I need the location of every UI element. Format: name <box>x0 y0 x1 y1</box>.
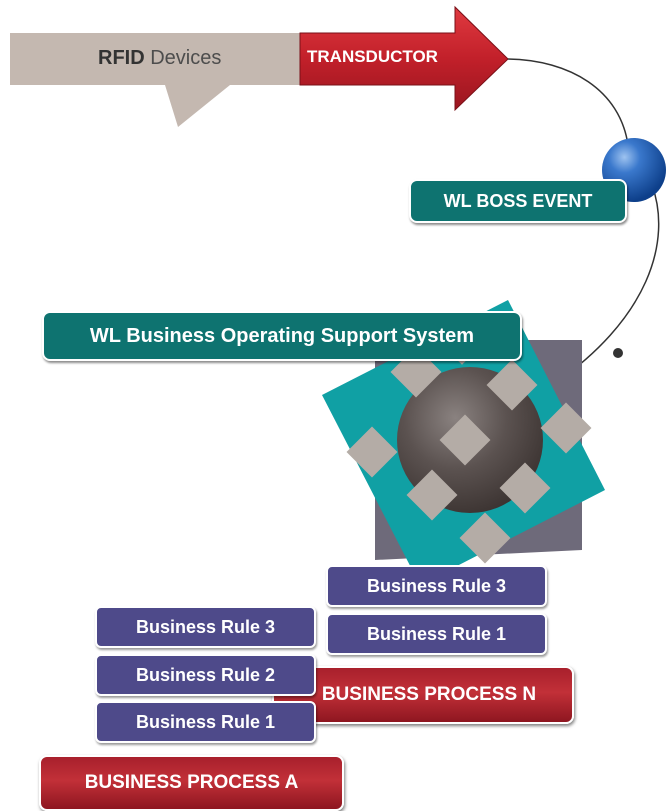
process-a-rule-1: Business Rule 1 <box>95 701 316 743</box>
business-process-n: BUSINESS PROCESS N <box>272 666 574 724</box>
bullet-dot <box>613 348 623 358</box>
process-n-rule-3: Business Rule 3 <box>326 565 547 607</box>
rfid-devices-label: RFID Devices <box>98 47 221 70</box>
rfid-devices-callout <box>10 33 305 127</box>
process-a-rule-3: Business Rule 3 <box>95 606 316 648</box>
process-a-rule-2: Business Rule 2 <box>95 654 316 696</box>
rfid-label-rest: Devices <box>144 47 222 69</box>
transductor-arrow <box>299 5 509 112</box>
boss-event-label: WL BOSS EVENT <box>409 179 627 223</box>
rfid-label-bold: RFID <box>98 47 145 69</box>
event-flow-arrow <box>545 184 660 390</box>
transductor-label: TRANSDUCTOR <box>307 47 438 66</box>
boss-system-label: WL Business Operating Support System <box>42 311 522 361</box>
connector-line <box>507 58 629 146</box>
process-n-rule-1: Business Rule 1 <box>326 613 547 655</box>
business-process-a: BUSINESS PROCESS A <box>39 755 344 811</box>
